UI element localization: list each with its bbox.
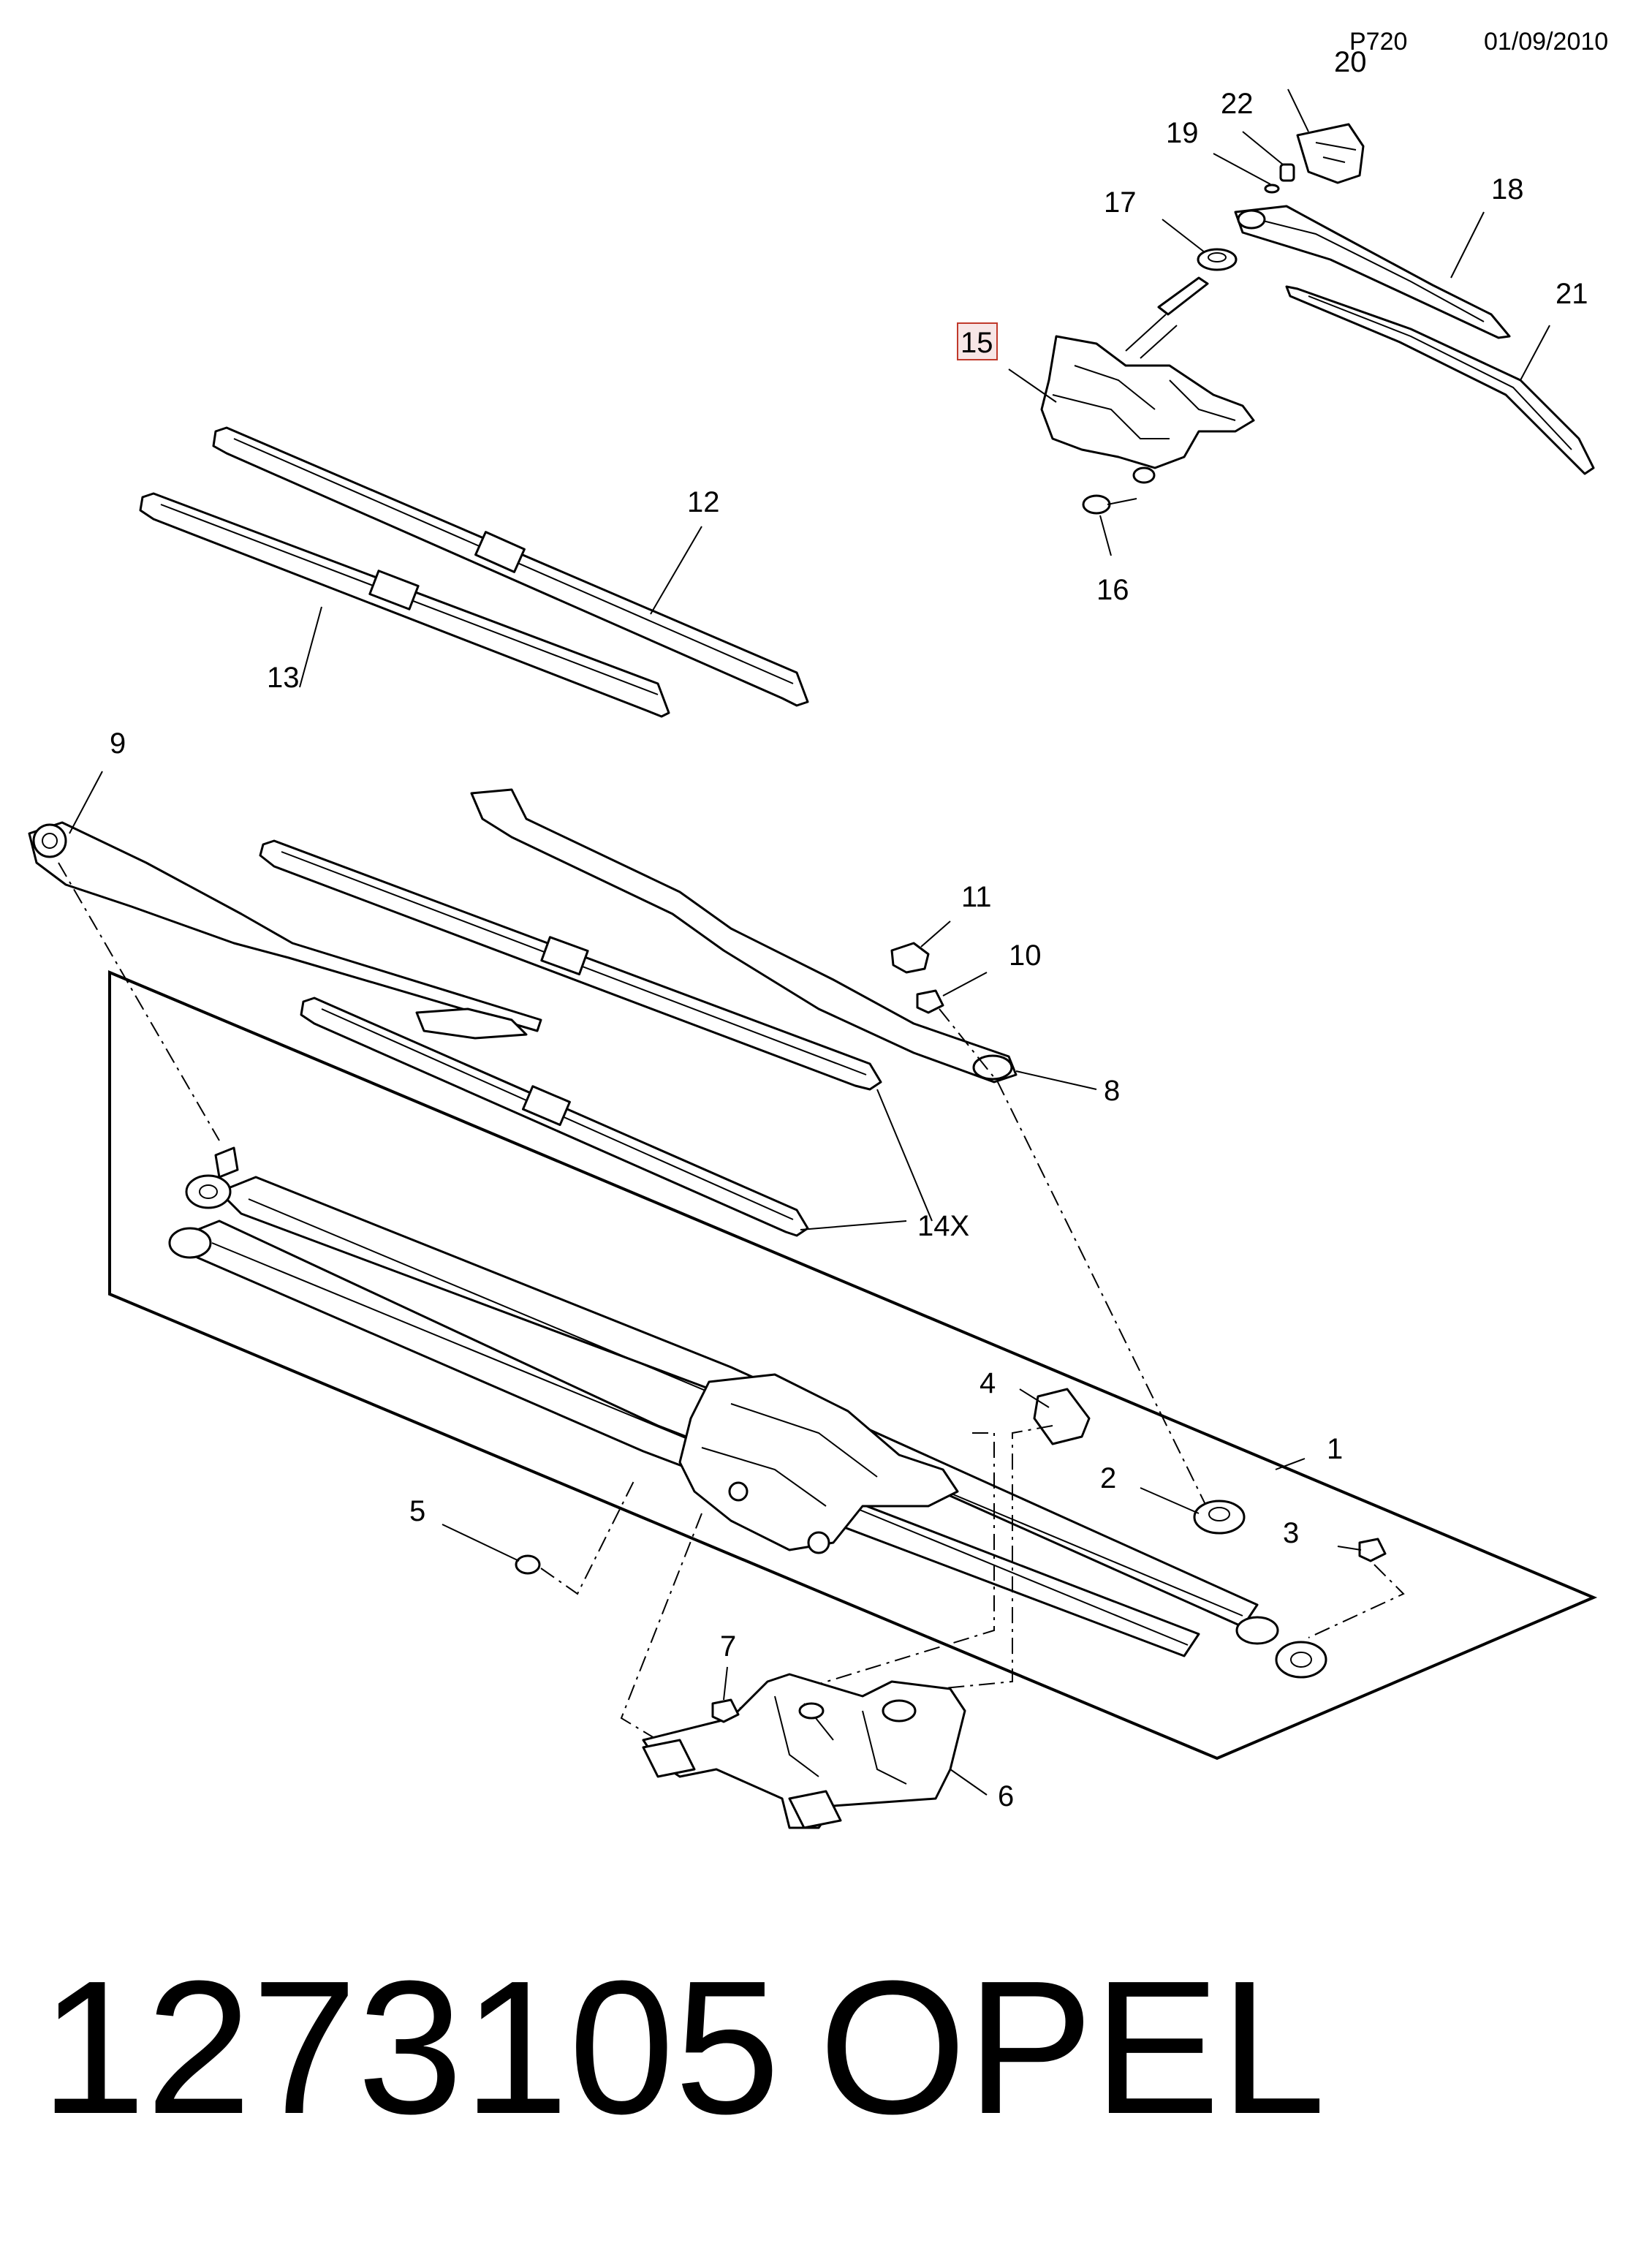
callout-10: 10 xyxy=(1009,939,1042,972)
rear-washer xyxy=(1264,184,1280,194)
leader-lines xyxy=(69,88,1550,1796)
rear-spindle-grommet xyxy=(1197,248,1238,271)
rear-wiper-blade xyxy=(1285,285,1595,475)
front-arm-nut xyxy=(916,989,944,1014)
callout-2: 2 xyxy=(1100,1462,1116,1494)
callout-14x: 14X xyxy=(917,1210,969,1242)
callout-21: 21 xyxy=(1556,278,1588,310)
rear-wiper-motor xyxy=(1040,335,1255,469)
callout-5: 5 xyxy=(409,1495,425,1527)
rear-wiper-arm xyxy=(1234,205,1511,339)
callout-17: 17 xyxy=(1104,186,1137,219)
brand-name: OPEL xyxy=(819,1942,1326,2154)
mount-bolt xyxy=(515,1554,541,1575)
callout-13: 13 xyxy=(267,662,300,694)
callout-15-highlight xyxy=(957,322,998,360)
bracket-nut xyxy=(711,1698,740,1723)
callout-8: 8 xyxy=(1104,1075,1120,1107)
motor-grommet xyxy=(1033,1388,1091,1445)
callout-19: 19 xyxy=(1166,117,1199,149)
right-pivot xyxy=(1275,1641,1327,1679)
wiper-motor xyxy=(678,1373,959,1551)
motor-bracket xyxy=(642,1673,966,1829)
diagram-code: P720 xyxy=(1349,28,1407,56)
callout-9: 9 xyxy=(110,727,126,760)
front-arm-9 xyxy=(28,821,542,1032)
linkage-rod-upper xyxy=(218,1176,1259,1628)
diagram-date: 01/09/2010 xyxy=(1484,28,1608,56)
callout-1: 1 xyxy=(1327,1433,1343,1465)
pivot-grommet xyxy=(1193,1500,1246,1535)
callout-20: 20 xyxy=(1334,46,1367,78)
callout-11: 11 xyxy=(961,881,992,913)
callout-18: 18 xyxy=(1491,173,1524,205)
pivot-nut xyxy=(1358,1538,1387,1562)
rear-motor-bolt xyxy=(1082,494,1137,515)
rear-wiper-assembly xyxy=(1040,123,1595,515)
callout-4: 4 xyxy=(980,1367,996,1399)
callout-6: 6 xyxy=(998,1780,1014,1812)
front-arm-cap xyxy=(890,942,930,974)
callout-22: 22 xyxy=(1221,88,1254,120)
wiper-linkage xyxy=(168,1146,1405,1755)
callout-3: 3 xyxy=(1283,1517,1299,1549)
rear-arm-nut xyxy=(1279,163,1295,182)
callout-16: 16 xyxy=(1096,574,1129,606)
callout-15: 15 xyxy=(960,327,993,359)
callout-7: 7 xyxy=(720,1630,736,1663)
front-arm-8 xyxy=(470,788,1018,1084)
part-number: 1273105 xyxy=(40,1942,780,2154)
linkage-panel xyxy=(108,969,1598,1761)
front-arms xyxy=(28,788,1214,1521)
left-pivot xyxy=(185,1174,232,1209)
front-blades-upper xyxy=(139,426,809,718)
callout-12: 12 xyxy=(687,486,720,518)
rear-arm-cap xyxy=(1296,123,1365,184)
